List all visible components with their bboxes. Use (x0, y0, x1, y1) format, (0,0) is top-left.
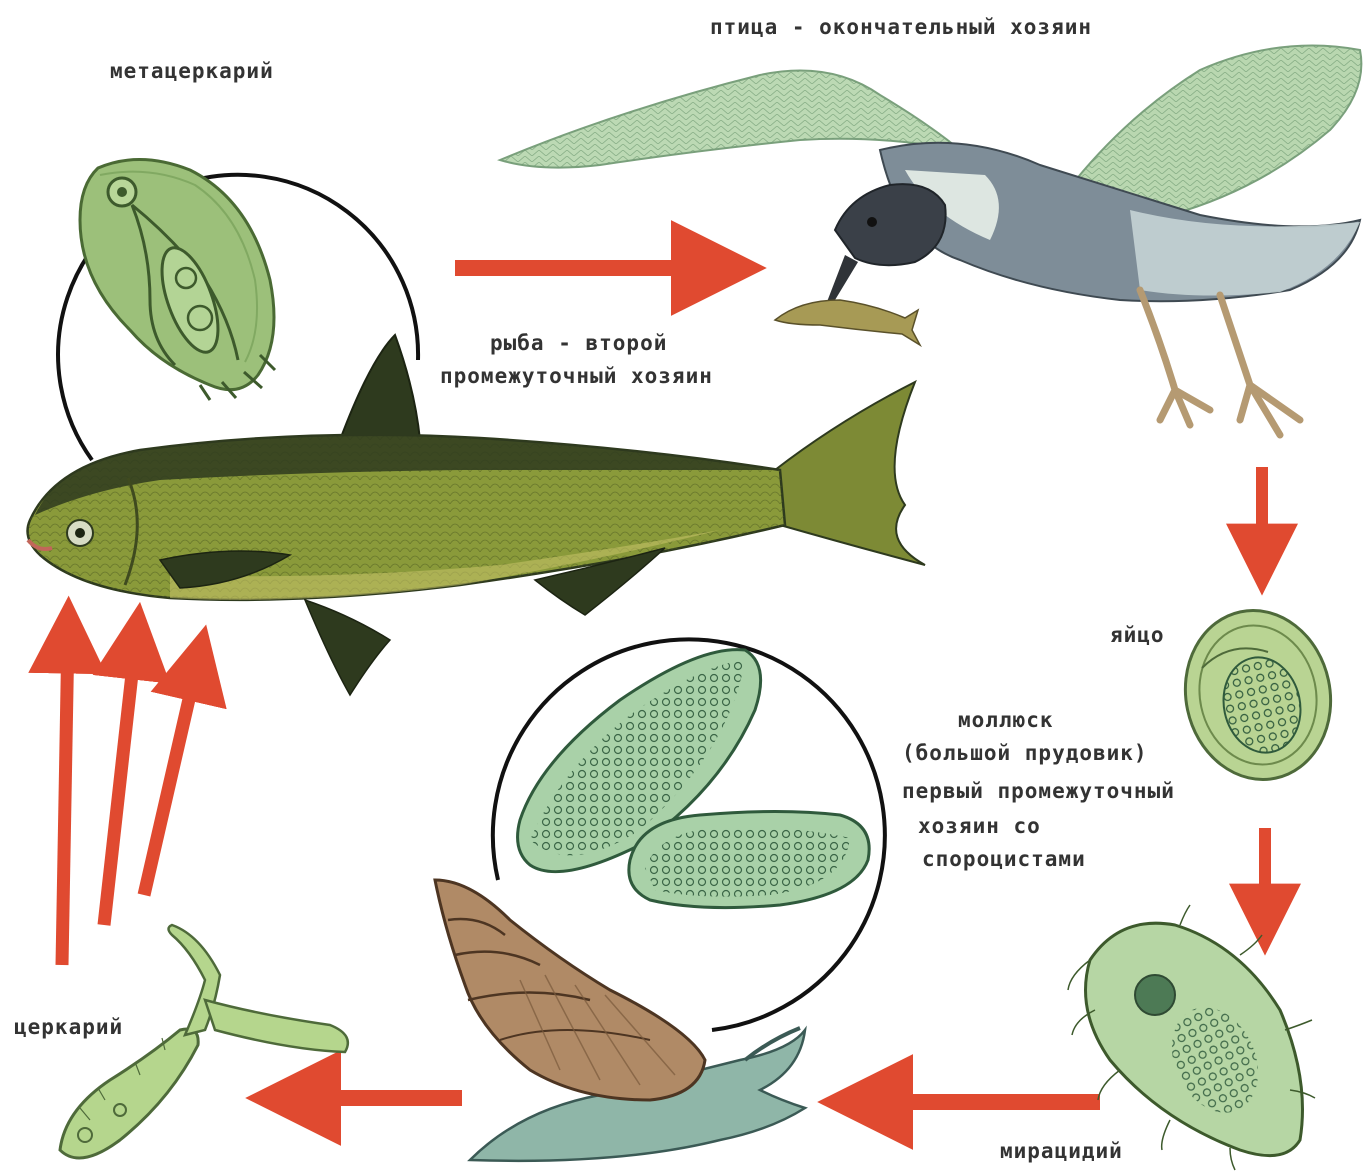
cercaria-illustration (60, 925, 348, 1158)
label-fish-line2: промежуточный хозяин (440, 363, 713, 389)
label-egg: яйцо (1110, 622, 1165, 648)
label-fish-line1: рыба - второй (490, 330, 667, 356)
label-miracidium: мирацидий (1000, 1138, 1123, 1164)
label-mollusk-line5: спороцистами (922, 846, 1086, 872)
label-mollusk-line3: первый промежуточный (902, 778, 1175, 804)
miracidium-illustration (1068, 905, 1315, 1170)
arrows-cercaria-to-fish (62, 632, 198, 965)
egg-illustration (1170, 597, 1346, 793)
label-cercaria: церкарий (14, 1014, 123, 1040)
label-metacercaria: метацеркарий (110, 58, 274, 84)
label-mollusk-line2: (большой прудовик) (902, 740, 1148, 766)
label-bird-definitive-host: птица - окончательный хозяин (710, 14, 1092, 40)
metacercaria-illustration (80, 159, 275, 400)
label-mollusk-line4: хозяин со (918, 813, 1041, 839)
label-mollusk-line1: моллюск (958, 707, 1054, 733)
